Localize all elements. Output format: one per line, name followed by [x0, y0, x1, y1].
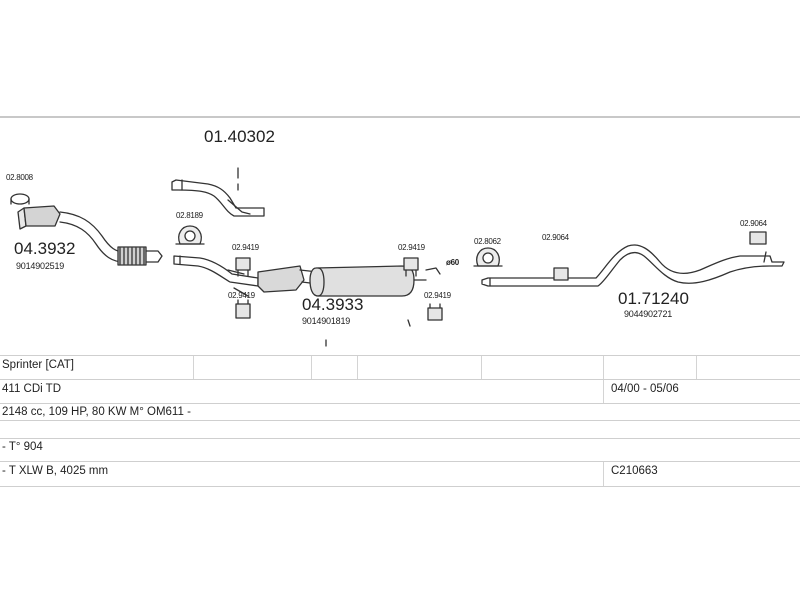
oe-number-middle-silencer: 9014901819 [302, 316, 351, 326]
part-number-front-cat-pipe: 04.3932 [14, 239, 76, 258]
oe-number-rear-pipe: 9044902721 [624, 309, 673, 319]
vehicle-model: Sprinter [CAT] [2, 359, 74, 371]
table-column-divider [603, 462, 604, 486]
part-number-middle-silencer: 04.3933 [302, 295, 364, 314]
table-column-divider [357, 356, 358, 379]
part-number-hanger-b: 02.9419 [228, 291, 255, 300]
vehicle-years: 04/00 - 05/06 [611, 383, 679, 395]
vehicle-code: C210663 [611, 465, 658, 477]
gasket-left-shape [175, 225, 205, 245]
part-number-gasket-right: 02.8062 [474, 237, 501, 246]
middle-silencer-shape [173, 255, 427, 347]
table-column-divider [603, 380, 604, 403]
diagram-frame [0, 116, 800, 490]
table-rule [0, 355, 800, 356]
part-number-gasket-left: 02.8189 [176, 211, 203, 220]
part-number-hanger-d: 02.9419 [424, 291, 451, 300]
part-number-clamp-front: 02.8008 [6, 173, 33, 182]
clamp-front-shape [10, 193, 30, 205]
table-rule [0, 403, 800, 404]
rear-pipe-shape [481, 231, 785, 287]
part-number-top-pipe: 01.40302 [204, 127, 275, 146]
part-number-hanger-a: 02.9419 [232, 243, 259, 252]
part-number-hanger-c: 02.9419 [398, 243, 425, 252]
gasket-right-shape [473, 247, 503, 267]
pipe-diameter-label: ø60 [446, 258, 459, 267]
table-rule [0, 461, 800, 462]
part-number-hanger-f: 02.9064 [740, 219, 767, 228]
oe-number-front-cat-pipe: 9014902519 [16, 261, 65, 271]
table-rule [0, 486, 800, 487]
table-column-divider [696, 356, 697, 379]
part-number-hanger-e: 02.9064 [542, 233, 569, 242]
table-column-divider [193, 356, 194, 379]
table-column-divider [603, 356, 604, 379]
part-number-rear-pipe: 01.71240 [618, 289, 689, 308]
top-pipe-shape [171, 167, 265, 217]
vehicle-type: - T° 904 [2, 441, 43, 453]
front-cat-pipe [17, 205, 163, 266]
table-rule [0, 438, 800, 439]
vehicle-engine: 411 CDi TD [2, 383, 62, 395]
vehicle-specs: 2148 cc, 109 HP, 80 KW M° OM611 - [2, 406, 191, 418]
table-rule [0, 379, 800, 380]
vehicle-body: - T XLW B, 4025 mm [2, 465, 109, 477]
table-column-divider [311, 356, 312, 379]
table-column-divider [481, 356, 482, 379]
table-rule [0, 420, 800, 421]
hanger-shapes [227, 257, 443, 321]
